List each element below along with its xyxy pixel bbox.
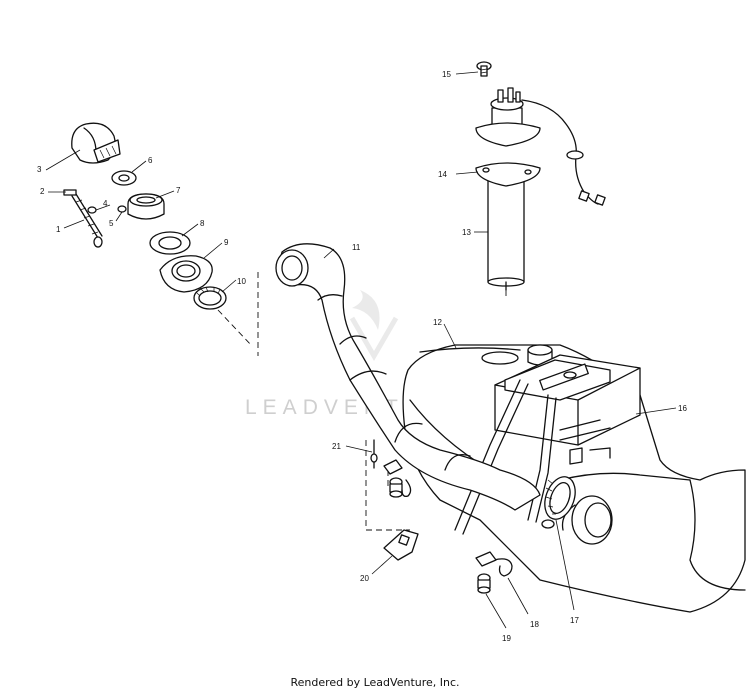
tank-outlet [561,495,613,545]
fuel-cap-3 [71,122,121,164]
callout-6: 6 [148,156,153,165]
callout-11: 11 [352,243,361,252]
tank-straps [454,379,557,535]
callout-4: 4 [103,199,108,208]
callout-1: 1 [56,225,61,234]
grommet-19 [475,551,497,594]
gasket-6 [111,170,137,186]
callout-10: 10 [237,277,246,286]
render-credit: Rendered by LeadVenture, Inc. [290,676,460,689]
callout-15: 15 [442,70,451,79]
upper-clip-assembly [383,459,412,498]
assembly-guide-lines [217,272,507,531]
callout-21: 21 [332,442,341,451]
callout-2: 2 [40,187,45,196]
callout-8: 8 [200,219,205,228]
filler-neck-7 [127,193,165,220]
sender-mount-plate [494,354,641,465]
callout-19: 19 [502,634,511,643]
callout-14: 14 [438,170,447,179]
callout-13: 13 [462,228,471,237]
callout-labels: 3 2 1 4 5 6 7 8 9 10 11 12 13 14 15 16 1… [37,70,687,643]
callout-leaders [45,71,677,629]
gasket-8 [149,231,191,255]
callout-9: 9 [224,238,229,247]
callout-18: 18 [530,620,539,629]
screw-5 [117,205,127,213]
callout-20: 20 [360,574,369,583]
tether-1-2 [63,189,103,248]
callout-3: 3 [37,165,42,174]
callout-5: 5 [109,219,114,228]
screw-4 [87,206,97,214]
hose-clamp-17 [541,476,576,529]
callout-12: 12 [433,318,442,327]
sender-screw-15 [476,61,492,77]
callout-7: 7 [176,186,181,195]
callout-16: 16 [678,404,687,413]
bracket-20 [383,529,419,561]
callout-17: 17 [570,616,579,625]
fuel-sender-unit [475,87,606,291]
watermark-logo [349,290,399,361]
fastener-21 [370,439,378,469]
clip-18 [493,558,513,577]
flange-9 [159,255,213,293]
filler-hose [275,243,541,511]
clamp-10 [193,286,227,310]
